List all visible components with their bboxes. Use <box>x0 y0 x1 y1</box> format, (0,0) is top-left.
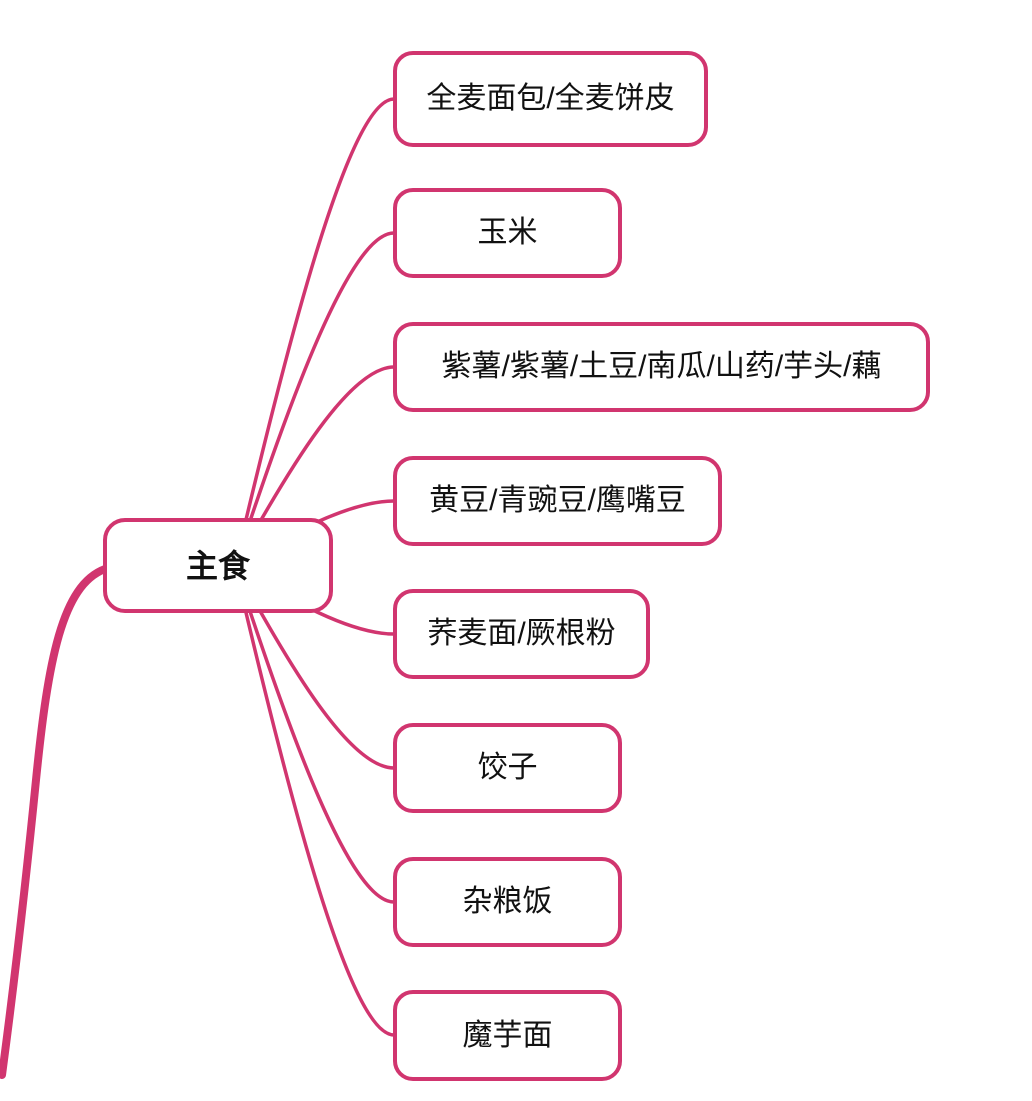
node-mixed-grain-rice[interactable]: 杂粮饭 <box>393 857 622 947</box>
node-konjac-noodles-label: 魔芋面 <box>462 1018 553 1052</box>
connector-child-corn <box>233 231 396 568</box>
connector-child-mixed-grain-rice <box>233 564 396 904</box>
node-dumplings-label: 饺子 <box>477 751 538 784</box>
node-staple-food[interactable]: 主食 <box>103 518 333 613</box>
node-corn-label: 玉米 <box>477 216 538 249</box>
connector-child-whole-wheat-bread <box>233 97 396 568</box>
node-tubers[interactable]: 紫薯/紫薯/土豆/南瓜/山药/芋头/藕 <box>393 322 930 412</box>
node-dumplings[interactable]: 饺子 <box>393 723 622 813</box>
connector-child-konjac-noodles <box>233 564 396 1037</box>
connector-parent-trunk <box>0 565 109 1079</box>
node-corn[interactable]: 玉米 <box>393 188 622 278</box>
node-beans[interactable]: 黄豆/青豌豆/鹰嘴豆 <box>393 456 722 546</box>
node-beans-label: 黄豆/青豌豆/鹰嘴豆 <box>429 484 686 517</box>
node-buckwheat-noodles[interactable]: 荞麦面/厥根粉 <box>393 589 650 679</box>
node-buckwheat-noodles-label: 荞麦面/厥根粉 <box>427 617 616 650</box>
node-tubers-label: 紫薯/紫薯/土豆/南瓜/山药/芋头/藕 <box>441 350 882 383</box>
node-mixed-grain-rice-label: 杂粮饭 <box>462 885 553 918</box>
node-staple-food-label: 主食 <box>185 547 250 584</box>
node-whole-wheat-bread-label: 全麦面包/全麦饼皮 <box>426 82 675 115</box>
node-konjac-noodles[interactable]: 魔芋面 <box>393 990 622 1081</box>
node-whole-wheat-bread[interactable]: 全麦面包/全麦饼皮 <box>393 51 708 147</box>
